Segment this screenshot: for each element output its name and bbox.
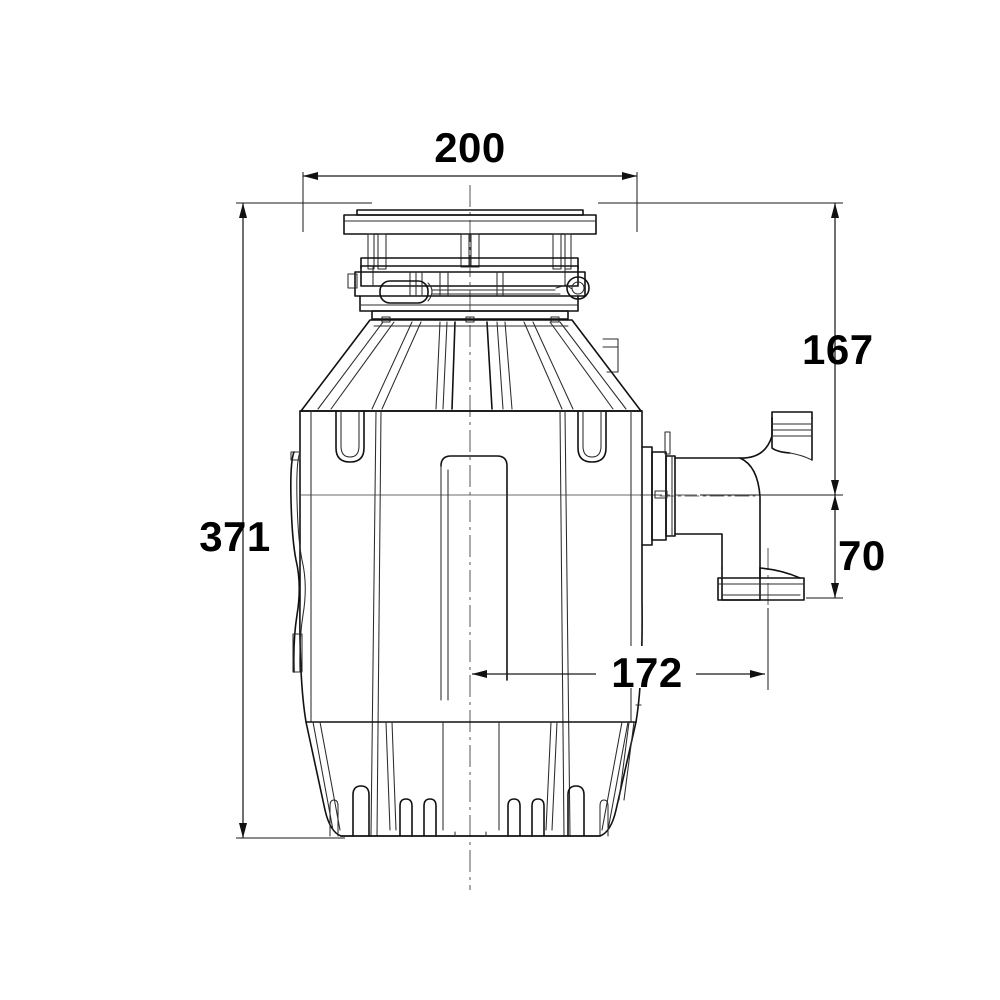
body-seam-left [370,410,377,837]
arrow-172-right [750,670,765,678]
arrow-167-bottom [831,480,839,495]
dimension-70: 70 [806,495,886,599]
vent-slots [329,785,609,837]
arrow-371-bottom [239,823,247,838]
body-seam-right [564,410,571,837]
elbow-upper-outer [674,417,773,459]
splash-collar [371,310,569,320]
outlet-body-boss [641,446,653,546]
upper-housing [300,319,642,412]
arrow-172-left [472,670,487,678]
outlet-retaining-pin [664,431,671,455]
arrow-200-left [303,172,318,180]
dim-label-200: 200 [434,124,506,171]
dim-172-text-mask [596,646,696,688]
elbow-lower-left [674,533,723,569]
side-rib [290,451,306,673]
dimension-200: 200 [302,124,638,232]
main-body-outline [299,410,643,837]
main-body [290,410,643,837]
dim-label-70: 70 [838,532,886,579]
elbow-inner-curve [739,457,761,569]
mount-ring-band [354,271,586,297]
dim-label-371: 371 [199,513,271,560]
outlet-spigot-bottom [717,567,805,601]
front-panel-recess [440,455,508,681]
outlet-stub-top [771,411,813,461]
mount-cylinder [379,280,429,304]
mount-ring-left-cap [347,273,358,289]
arrow-167-top [831,203,839,218]
dimension-371: 371 [199,202,372,839]
flange-hanger-bolts [367,233,572,270]
discharge-elbow-assembly [641,411,813,601]
left-hook-slot [335,410,365,463]
sink-flange-assembly [343,209,597,323]
arrow-371-top [239,203,247,218]
arrow-200-right [622,172,637,180]
dim-label-172: 172 [611,649,683,696]
dimension-172: 172 [472,608,769,696]
mount-ring-upper-band [360,265,579,287]
upper-housing-boss [602,338,619,373]
mount-ring-top-edge [360,257,579,269]
arrow-70-bottom [831,583,839,598]
motor-shroud-vents [305,721,637,837]
arrow-70-top [831,495,839,510]
right-hook-slot [577,410,607,463]
flange-plate [343,214,597,235]
centerlines [469,185,830,890]
dimension-167: 167 [598,202,874,496]
dim-label-167: 167 [802,326,874,373]
upper-housing-outline [300,319,642,412]
